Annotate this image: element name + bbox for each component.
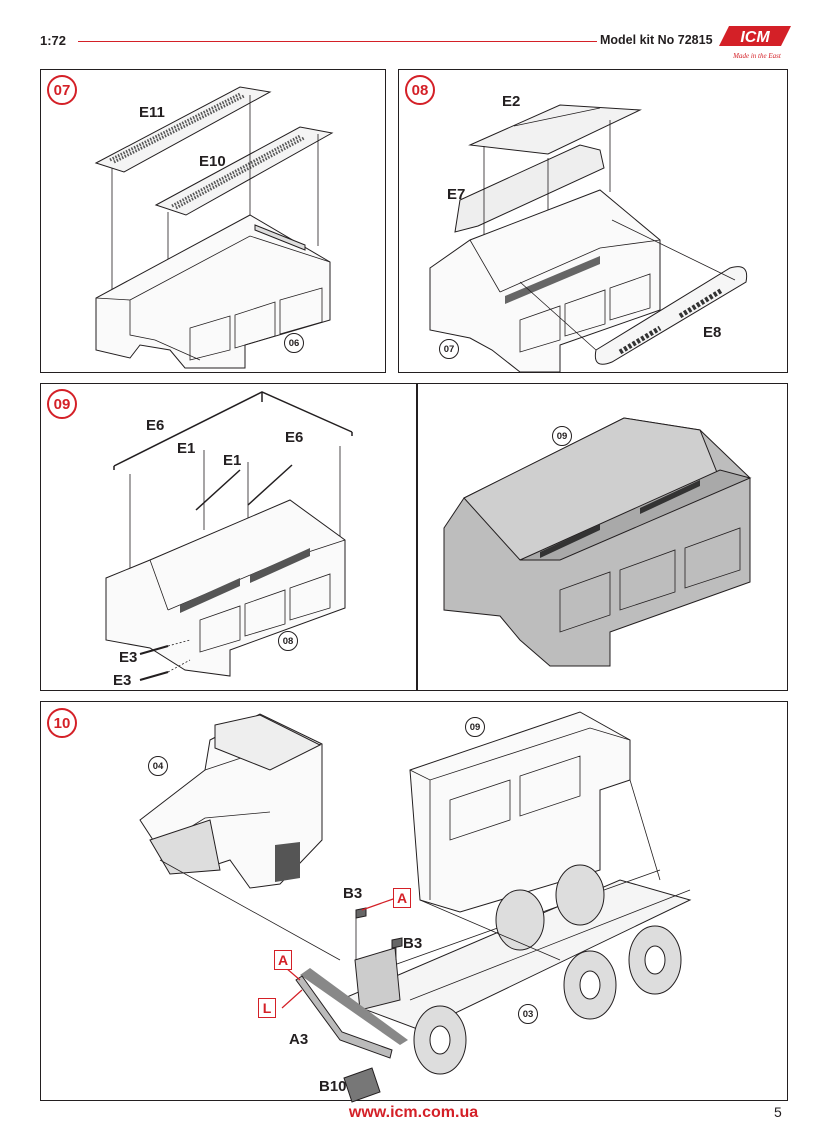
step-07-drawing <box>94 86 334 369</box>
part-label-e11: E11 <box>139 104 165 121</box>
ref-step-03: 03 <box>518 1004 538 1024</box>
ref-step-07: 07 <box>439 339 459 359</box>
ref-step-04: 04 <box>148 756 168 776</box>
header-rule <box>78 41 597 42</box>
scale-label: 1:72 <box>40 33 67 48</box>
step-09-drawing <box>105 391 353 681</box>
step-07-badge: 07 <box>47 75 77 105</box>
part-label-e6-left: E6 <box>146 417 165 434</box>
part-label-b10: B10 <box>319 1078 347 1095</box>
part-label-e8: E8 <box>703 324 722 341</box>
part-label-e3-lower: E3 <box>113 672 132 689</box>
part-label-e2: E2 <box>502 93 521 110</box>
part-label-a3: A3 <box>289 1031 309 1048</box>
callout-a-upper: A <box>393 888 411 908</box>
part-label-e1-left: E1 <box>177 440 196 457</box>
step-09-result-drawing <box>443 417 752 667</box>
model-kit-number: Model kit No 72815 <box>600 33 713 47</box>
step-08-badge: 08 <box>405 75 435 105</box>
ref-step-09: 09 <box>552 426 572 446</box>
svg-text:ICM: ICM <box>740 29 770 46</box>
footer-url[interactable]: www.icm.com.ua <box>348 1104 479 1121</box>
part-label-e10: E10 <box>199 153 226 170</box>
part-label-e1-right: E1 <box>223 452 242 469</box>
ref-step-06: 06 <box>284 333 304 353</box>
step-10-drawing <box>139 711 692 1103</box>
ref-step-08: 08 <box>278 631 298 651</box>
part-label-b3-lower: B3 <box>403 935 423 952</box>
part-label-e6-right: E6 <box>285 429 304 446</box>
svg-text:Made in the East: Made in the East <box>732 52 782 60</box>
callout-l: L <box>258 998 276 1018</box>
step-10-badge: 10 <box>47 708 77 738</box>
icm-logo: ICM Made in the East <box>719 26 791 60</box>
part-label-b3-upper: B3 <box>343 885 363 902</box>
part-label-e3-upper: E3 <box>119 649 138 666</box>
ref-step-09-body: 09 <box>465 717 485 737</box>
step-08-drawing <box>429 104 748 373</box>
callout-a-lower: A <box>274 950 292 970</box>
page-number: 5 <box>774 1104 782 1120</box>
step-09-badge: 09 <box>47 389 77 419</box>
part-label-e7: E7 <box>447 186 466 203</box>
